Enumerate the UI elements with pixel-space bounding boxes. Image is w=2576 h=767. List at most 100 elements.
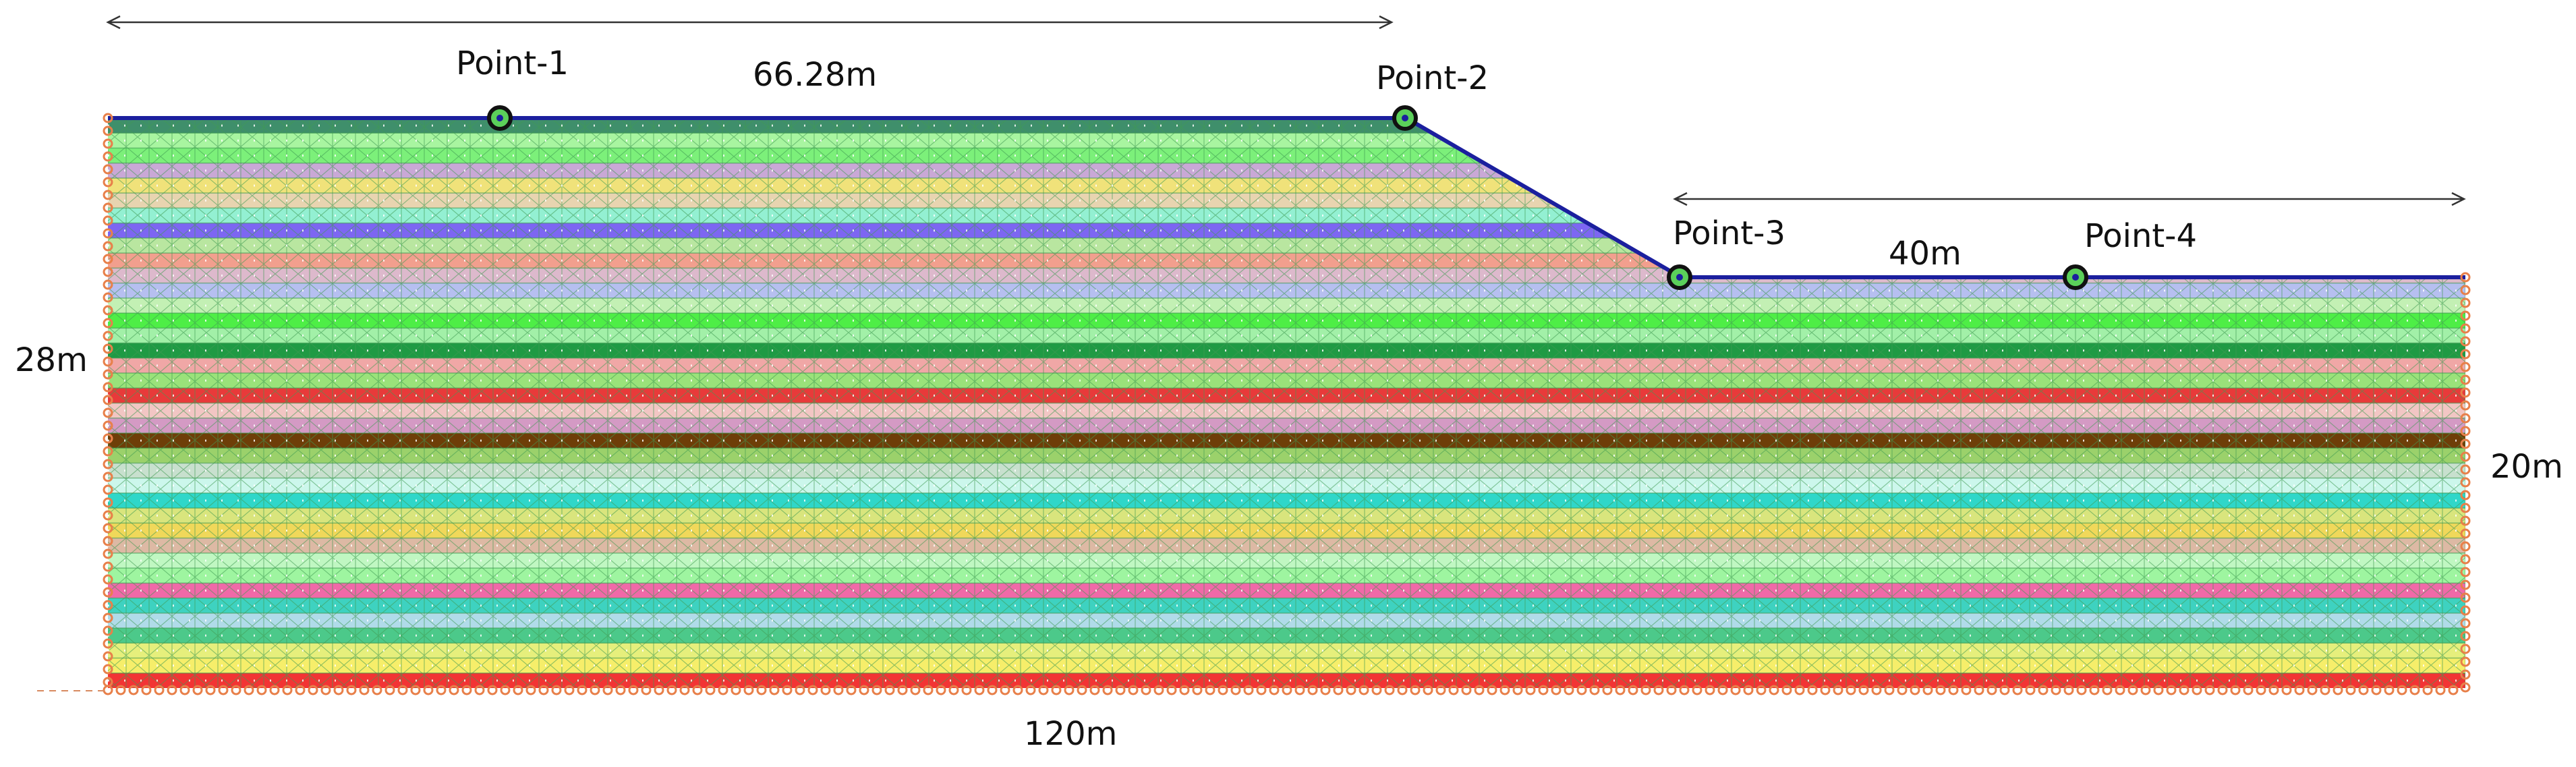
right-roller-support — [2460, 297, 2471, 308]
base-pin-support — [2397, 685, 2407, 695]
boundary-supports — [37, 113, 2471, 695]
base-pin-support — [1743, 685, 1754, 695]
base-pin-support — [1230, 685, 1241, 695]
base-pin-support — [859, 685, 869, 695]
base-pin-support — [2294, 685, 2305, 695]
left-height-label: 28m — [15, 341, 88, 379]
base-pin-support — [1551, 685, 1562, 695]
left-roller-support — [103, 343, 113, 354]
right-roller-support — [2460, 592, 2471, 603]
base-pin-support — [1282, 685, 1292, 695]
base-pin-support — [1858, 685, 1869, 695]
base-pin-support — [1897, 685, 1908, 695]
base-pin-support — [500, 685, 511, 695]
base-pin-support — [1051, 685, 1062, 695]
base-pin-support — [1179, 685, 1190, 695]
toe-dimension-line-end-arrow — [2451, 192, 2466, 206]
base-pin-support — [2358, 685, 2369, 695]
base-pin-support — [397, 685, 408, 695]
base-pin-support — [1756, 685, 1767, 695]
base-pin-support — [641, 685, 652, 695]
base-pin-support — [1871, 685, 1882, 695]
right-roller-support — [2460, 656, 2471, 667]
base-pin-support — [1115, 685, 1126, 695]
base-pin-support — [1628, 685, 1638, 695]
left-roller-support — [103, 331, 113, 341]
base-pin-support — [1192, 685, 1203, 695]
base-pin-support — [244, 685, 254, 695]
base-pin-support — [2217, 685, 2228, 695]
base-pin-support — [295, 685, 306, 695]
left-roller-support — [103, 536, 113, 546]
base-pin-support — [1730, 685, 1741, 695]
left-roller-support — [103, 241, 113, 252]
point-4-label: Point-4 — [2084, 217, 2198, 255]
base-pin-support — [1461, 685, 1472, 695]
right-roller-support — [2460, 374, 2471, 385]
toe-dimension-line-start-arrow — [1673, 192, 1688, 206]
base-pin-support — [1615, 685, 1626, 695]
base-pin-support — [423, 685, 434, 695]
base-pin-support — [2204, 685, 2215, 695]
left-roller-support — [103, 266, 113, 277]
left-roller-support — [103, 190, 113, 200]
base-pin-support — [1910, 685, 1920, 695]
base-pin-support — [2332, 685, 2343, 695]
left-roller-support — [103, 407, 113, 418]
base-pin-support — [795, 685, 805, 695]
base-pin-support — [525, 685, 536, 695]
base-pin-support — [474, 685, 485, 695]
base-pin-support — [2384, 685, 2395, 695]
base-pin-support — [192, 685, 203, 695]
base-pin-support — [1935, 685, 1946, 695]
base-pin-support — [987, 685, 998, 695]
base-pin-support — [602, 685, 613, 695]
base-pin-support — [179, 685, 190, 695]
right-roller-support — [2460, 451, 2471, 462]
base-pin-support — [333, 685, 344, 695]
base-pin-support — [2192, 685, 2202, 695]
base-pin-support — [218, 685, 229, 695]
base-pin-support — [372, 685, 382, 695]
base-pin-support — [1218, 685, 1228, 695]
left-roller-support — [103, 523, 113, 534]
base-pin-support — [1012, 685, 1023, 695]
left-roller-support — [103, 638, 113, 649]
base-pin-support — [436, 685, 447, 695]
left-roller-support — [103, 356, 113, 367]
point-4-marker-center — [2072, 274, 2079, 281]
base-pin-support — [1769, 685, 1779, 695]
left-roller-support — [103, 484, 113, 495]
crest-dimension-line-start-arrow — [106, 15, 121, 30]
base-pin-support — [936, 685, 946, 695]
base-pin-support — [2448, 685, 2459, 695]
base-pin-support — [1961, 685, 1972, 695]
base-pin-support — [1397, 685, 1408, 695]
base-pin-support — [743, 685, 754, 695]
left-roller-support — [103, 459, 113, 470]
base-pin-support — [1807, 685, 1818, 695]
base-pin-support — [1692, 685, 1702, 695]
base-pin-support — [461, 685, 472, 695]
right-roller-support — [2460, 490, 2471, 501]
base-pin-support — [1820, 685, 1831, 695]
right-roller-support — [2460, 400, 2471, 411]
base-pin-support — [1141, 685, 1151, 695]
base-pin-support — [1986, 685, 1997, 695]
right-roller-support — [2460, 605, 2471, 616]
base-pin-support — [1948, 685, 1959, 695]
right-roller-support — [2460, 631, 2471, 642]
left-roller-support — [103, 395, 113, 405]
right-roller-support — [2460, 528, 2471, 539]
base-pin-support — [1640, 685, 1651, 695]
base-pin-support — [1781, 685, 1792, 695]
base-pin-support — [884, 685, 895, 695]
right-roller-support — [2460, 272, 2471, 283]
base-pin-support — [1435, 685, 1446, 695]
point-3-marker-center — [1676, 274, 1683, 281]
right-roller-support — [2460, 464, 2471, 475]
base-pin-support — [1038, 685, 1049, 695]
left-roller-support — [103, 279, 113, 290]
crest-length-label: 66.28m — [753, 56, 878, 94]
base-pin-support — [718, 685, 728, 695]
